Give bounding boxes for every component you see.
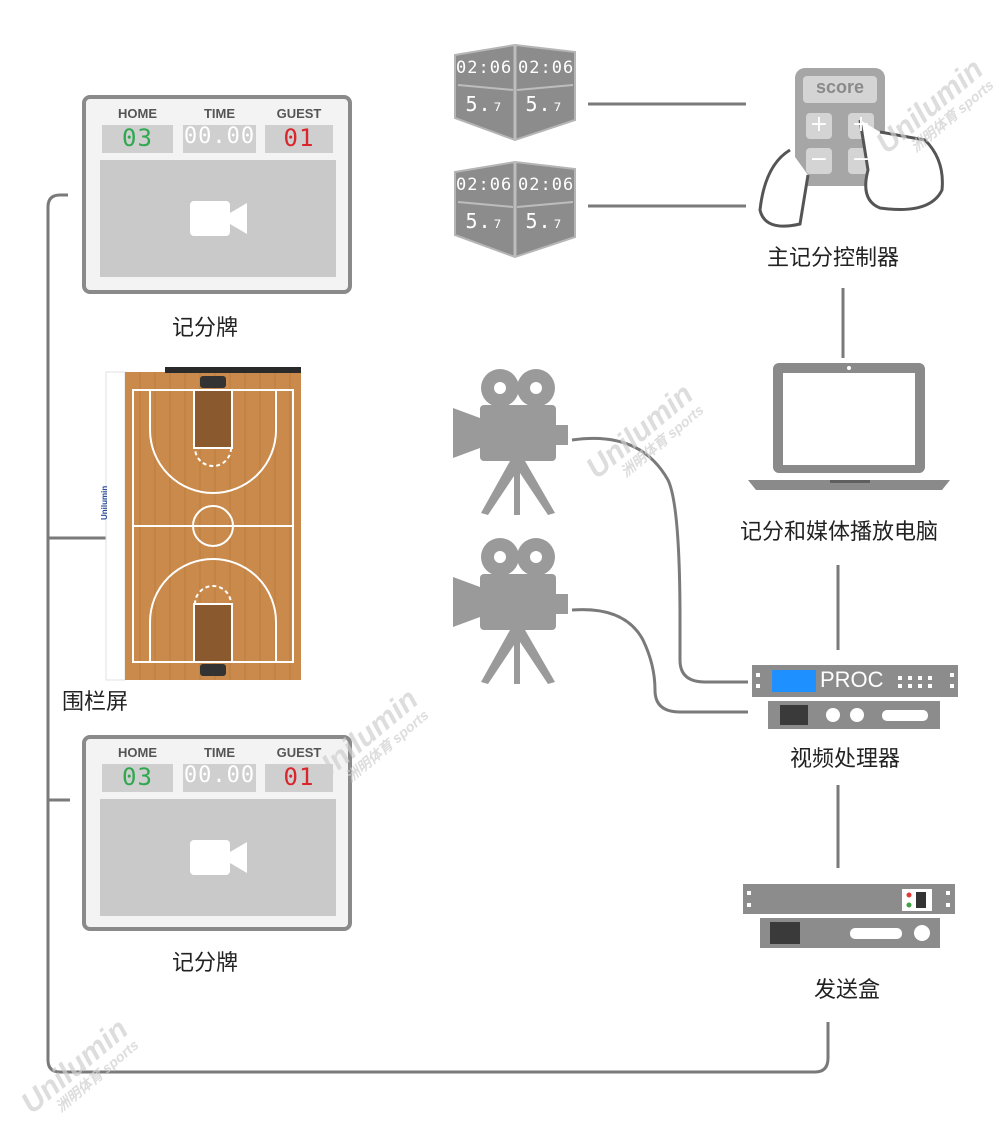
shotclock-2-shot-right: 5.₇ <box>525 209 565 233</box>
court-label: 围栏屏 <box>62 690 129 715</box>
guest-score-bottom: 01 <box>283 763 315 791</box>
shotclock-1-time-right: 02:06 <box>518 58 575 78</box>
home-score-bottom: 03 <box>122 763 153 791</box>
controller-plus-key-left: + <box>809 112 829 137</box>
time-value-bottom: 00.00 <box>183 763 256 788</box>
time-label-top: TIME <box>203 106 236 121</box>
scoreboard-top-label: 记分牌 <box>172 316 239 341</box>
video-icon-bottom <box>190 840 247 875</box>
connection-loop-line <box>46 193 830 1074</box>
connection-camera-2-line <box>571 608 748 714</box>
scoreboard-top <box>82 95 352 294</box>
processor-label: 视频处理器 <box>790 747 901 772</box>
controller-score-key: score <box>815 77 865 97</box>
video-icon-top <box>190 201 247 236</box>
controller-minus-key-right: − <box>851 147 871 172</box>
shot-clock-1 <box>454 43 576 142</box>
guest-label-top: GUEST <box>276 106 322 121</box>
shotclock-1-shot-right: 5.₇ <box>525 92 565 116</box>
time-value-top: 00.00 <box>183 124 256 149</box>
hand-left-icon <box>758 148 810 228</box>
guest-label-bottom: GUEST <box>276 745 322 760</box>
connection-camera-1-line <box>571 436 748 684</box>
sender-label: 发送盒 <box>814 978 881 1003</box>
perimeter-brand-text: Unilumin <box>100 485 109 520</box>
home-score-top: 03 <box>122 124 153 152</box>
shotclock-2-shot-left: 5.₇ <box>465 209 505 233</box>
scoreboard-bottom <box>82 735 352 931</box>
shotclock-1-shot-left: 5.₇ <box>465 92 505 116</box>
time-label-bottom: TIME <box>203 745 236 760</box>
computer-label: 记分和媒体播放电脑 <box>740 520 939 545</box>
controller-label: 主记分控制器 <box>767 246 900 271</box>
guest-score-top: 01 <box>283 124 315 152</box>
camera-1 <box>453 369 568 515</box>
scoreboard-bottom-label: 记分牌 <box>172 951 239 976</box>
hand-right-icon <box>858 119 944 212</box>
sender-box <box>743 884 955 948</box>
controller-minus-key-left: − <box>809 147 829 172</box>
shotclock-2-time-right: 02:06 <box>518 175 575 195</box>
shot-clock-2 <box>454 160 576 259</box>
shotclock-2-time-left: 02:06 <box>456 175 513 195</box>
video-processor <box>752 665 958 729</box>
home-label-bottom: HOME <box>118 745 157 760</box>
home-label-top: HOME <box>118 106 157 121</box>
score-controller <box>758 68 944 228</box>
camera-2 <box>453 538 568 684</box>
basketball-court <box>105 367 301 681</box>
processor-brand: PROC <box>820 667 884 692</box>
controller-plus-key-right: + <box>851 112 871 137</box>
shotclock-1-time-left: 02:06 <box>456 58 513 78</box>
laptop <box>748 363 950 490</box>
